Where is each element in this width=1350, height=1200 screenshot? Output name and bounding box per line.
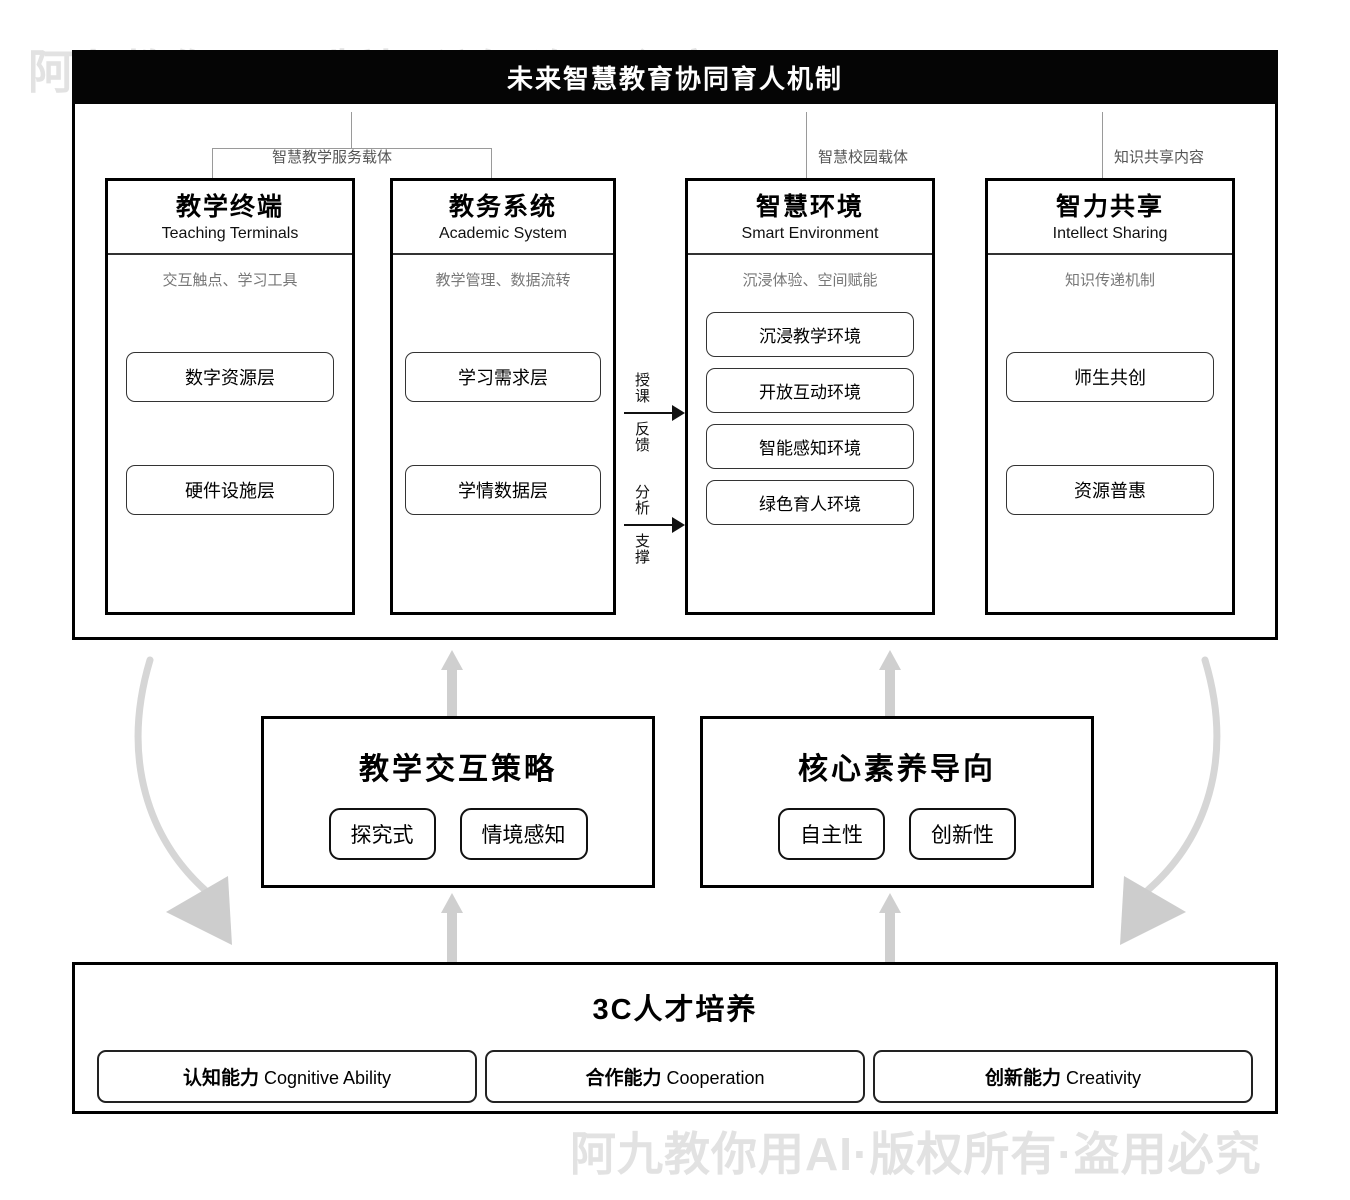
column-subtitle: 知识传递机制 bbox=[1064, 271, 1155, 289]
column-title-cn: 教学终端 bbox=[175, 193, 284, 221]
layer-pill[interactable]: 学情数据层 bbox=[405, 464, 601, 515]
bracket-stem-knowledge-sharing bbox=[1102, 112, 1103, 178]
bracket-right-teaching-carrier bbox=[491, 148, 492, 178]
capability-label-en: Cognitive Ability bbox=[263, 1068, 392, 1088]
bracket-stem-campus-carrier bbox=[806, 112, 807, 178]
column-subtitle: 沉浸体验、空间赋能 bbox=[742, 271, 878, 289]
strategy-chip[interactable]: 自主性 bbox=[778, 808, 885, 860]
up-arrow-strategy-left-to-panel bbox=[441, 650, 463, 716]
talent-cultivation-panel: 3C人才培养 认知能力 Cognitive Ability 合作能力 Coope… bbox=[72, 962, 1278, 1114]
flow-arrow-head-2 bbox=[672, 517, 685, 533]
bracket-stem-teaching-carrier bbox=[351, 112, 352, 148]
strategy-chips: 探究式 情境感知 bbox=[328, 808, 588, 860]
group-label-teaching-carrier: 智慧教学服务载体 bbox=[272, 149, 393, 166]
column-header: 智力共享 Intellect Sharing bbox=[988, 181, 1232, 255]
column-intellect-sharing: 智力共享 Intellect Sharing 知识传递机制 师生共创 资源普惠 bbox=[985, 178, 1235, 615]
up-arrow-strategy-right-to-panel bbox=[879, 650, 901, 716]
column-subtitle: 教学管理、数据流转 bbox=[435, 271, 571, 289]
column-items: 学习需求层 学情数据层 bbox=[393, 351, 613, 515]
capability-label-cn: 创新能力 bbox=[984, 1068, 1061, 1089]
capability-label-cn: 合作能力 bbox=[585, 1068, 662, 1089]
column-teaching-terminals: 教学终端 Teaching Terminals 交互触点、学习工具 数字资源层 … bbox=[105, 178, 355, 615]
capability-label-cn: 认知能力 bbox=[182, 1068, 259, 1089]
environment-pill[interactable]: 沉浸教学环境 bbox=[706, 311, 914, 357]
layer-pill[interactable]: 学习需求层 bbox=[405, 351, 601, 402]
column-items: 沉浸教学环境 开放互动环境 智能感知环境 绿色育人环境 bbox=[688, 311, 932, 525]
column-title-en: Teaching Terminals bbox=[161, 224, 299, 242]
sharing-pill[interactable]: 资源普惠 bbox=[1006, 464, 1214, 515]
page-title: 未来智慧教育协同育人机制 bbox=[506, 63, 843, 94]
capability-card[interactable]: 认知能力 Cognitive Ability bbox=[97, 1050, 477, 1103]
column-academic-system: 教务系统 Academic System 教学管理、数据流转 学习需求层 学情数… bbox=[390, 178, 616, 615]
strategy-box-teaching-interaction: 教学交互策略 探究式 情境感知 bbox=[261, 716, 655, 888]
diagram-title-bar: 未来智慧教育协同育人机制 bbox=[72, 50, 1278, 104]
environment-pill[interactable]: 开放互动环境 bbox=[706, 367, 914, 413]
group-label-knowledge-sharing: 知识共享内容 bbox=[1114, 149, 1205, 166]
layer-pill[interactable]: 硬件设施层 bbox=[126, 464, 334, 515]
column-smart-environment: 智慧环境 Smart Environment 沉浸体验、空间赋能 沉浸教学环境 … bbox=[685, 178, 935, 615]
up-arrow-bottom-to-strategy-left bbox=[441, 893, 463, 962]
strategy-chip[interactable]: 创新性 bbox=[909, 808, 1016, 860]
column-title-cn: 教务系统 bbox=[448, 193, 557, 221]
column-title-cn: 智力共享 bbox=[1055, 193, 1164, 221]
strategy-chip[interactable]: 探究式 bbox=[328, 808, 436, 860]
flow-label-below-2: 支撑 bbox=[633, 533, 650, 565]
capability-label-en: Cooperation bbox=[666, 1068, 765, 1088]
bracket-left-teaching-carrier bbox=[212, 148, 213, 178]
column-items: 数字资源层 硬件设施层 bbox=[108, 351, 352, 515]
strategy-title: 核心素养导向 bbox=[798, 753, 996, 786]
watermark-bottom: 阿九教你用AI·版权所有·盗用必究 bbox=[570, 1128, 1262, 1180]
column-subtitle: 交互触点、学习工具 bbox=[162, 271, 298, 289]
flow-arrow-head-1 bbox=[672, 405, 685, 421]
column-title-en: Intellect Sharing bbox=[1052, 224, 1168, 242]
column-items: 师生共创 资源普惠 bbox=[988, 351, 1232, 515]
flow-label-above-1: 授课 bbox=[633, 372, 650, 404]
flow-arrow-line-2 bbox=[624, 524, 674, 526]
capability-card[interactable]: 合作能力 Cooperation bbox=[485, 1050, 865, 1103]
flow-label-below-1: 反馈 bbox=[633, 421, 650, 453]
column-title-cn: 智慧环境 bbox=[755, 193, 864, 221]
layer-pill[interactable]: 数字资源层 bbox=[126, 351, 334, 402]
group-label-campus-carrier: 智慧校园载体 bbox=[818, 149, 909, 166]
column-title-en: Academic System bbox=[438, 224, 568, 242]
environment-pill[interactable]: 绿色育人环境 bbox=[706, 479, 914, 525]
sharing-pill[interactable]: 师生共创 bbox=[1006, 351, 1214, 402]
capability-row: 认知能力 Cognitive Ability 合作能力 Cooperation … bbox=[75, 1050, 1275, 1103]
environment-pill[interactable]: 智能感知环境 bbox=[706, 423, 914, 469]
flow-arrow-line-1 bbox=[624, 412, 674, 414]
strategy-chip[interactable]: 情境感知 bbox=[459, 808, 588, 860]
capability-card[interactable]: 创新能力 Creativity bbox=[873, 1050, 1253, 1103]
talent-panel-title: 3C人才培养 bbox=[592, 994, 758, 1026]
flow-label-above-2: 分析 bbox=[633, 484, 650, 516]
up-arrow-bottom-to-strategy-right bbox=[879, 893, 901, 962]
column-header: 教学终端 Teaching Terminals bbox=[108, 181, 352, 255]
capability-label-en: Creativity bbox=[1066, 1068, 1142, 1088]
strategy-chips: 自主性 创新性 bbox=[778, 808, 1016, 860]
column-header: 智慧环境 Smart Environment bbox=[688, 181, 932, 255]
strategy-box-core-literacy: 核心素养导向 自主性 创新性 bbox=[700, 716, 1094, 888]
strategy-title: 教学交互策略 bbox=[359, 753, 557, 786]
bracket-top-teaching-carrier bbox=[212, 148, 492, 149]
column-header: 教务系统 Academic System bbox=[393, 181, 613, 255]
column-title-en: Smart Environment bbox=[741, 224, 879, 242]
